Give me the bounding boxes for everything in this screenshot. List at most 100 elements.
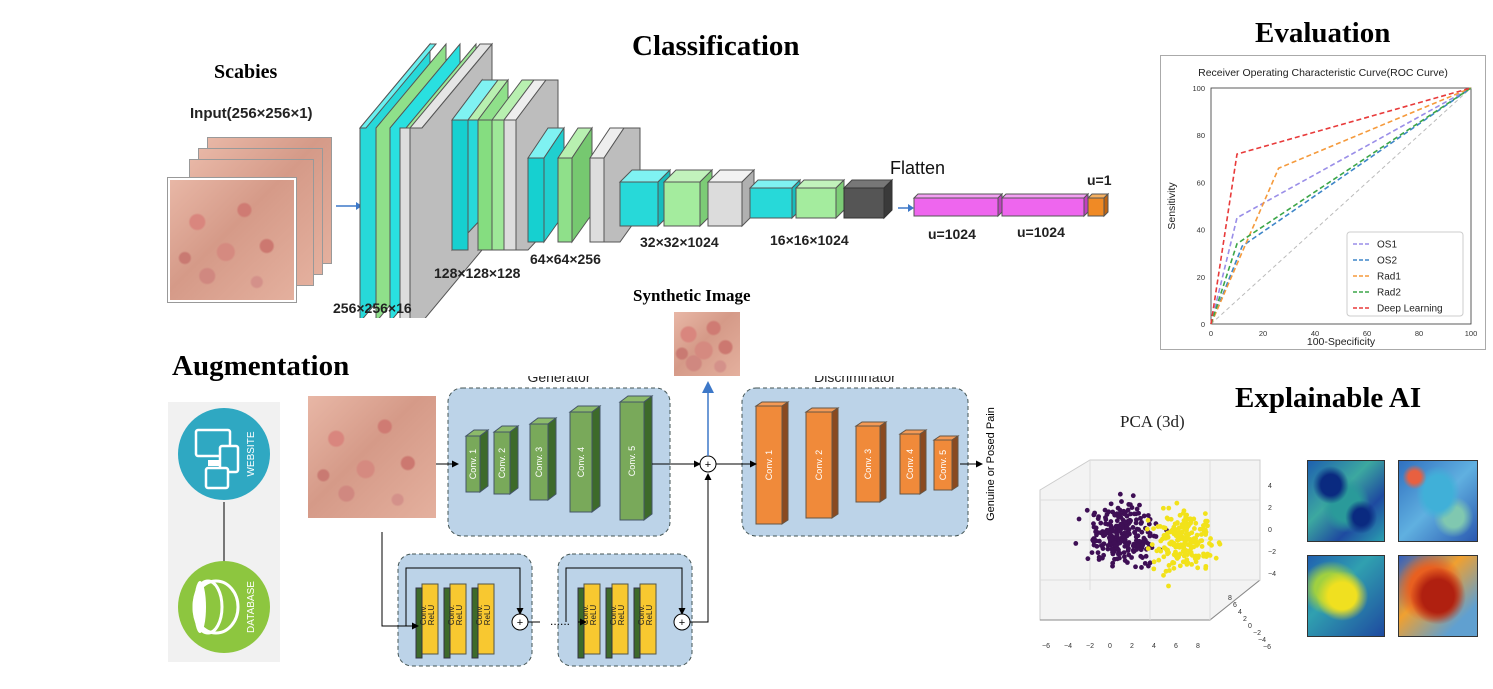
dim-label-4: 32×32×1024	[640, 234, 719, 250]
pca-point-class-b	[1197, 526, 1203, 532]
pca-xtick: 0	[1108, 643, 1112, 650]
pca-point-class-a	[1114, 556, 1120, 562]
pca-point-class-a	[1138, 515, 1143, 521]
pca-points	[1073, 491, 1223, 589]
pca-point-class-a	[1138, 547, 1144, 553]
svg-text:Conv. 5: Conv. 5	[938, 450, 948, 480]
pca-point-class-a	[1133, 511, 1139, 517]
pca-point-class-b	[1162, 525, 1168, 531]
pca-point-class-a	[1134, 526, 1140, 532]
plus-glyph: +	[705, 459, 711, 471]
pca-xtick: −4	[1064, 643, 1072, 650]
pca-ytick: 8	[1228, 595, 1232, 602]
roc-series	[1210, 87, 1472, 325]
pca-title: PCA (3d)	[1120, 412, 1185, 431]
pca-point-class-b	[1145, 517, 1151, 523]
roc-series-rad1	[1210, 87, 1472, 325]
ellipsis: ......	[550, 614, 570, 628]
pca-point-class-a	[1098, 520, 1104, 526]
pca-point-class-b	[1187, 516, 1193, 522]
pca-point-class-b	[1186, 523, 1192, 528]
roc-title: Receiver Operating Characteristic Curve(…	[1198, 67, 1448, 79]
pca-point-class-b	[1154, 548, 1160, 554]
discriminator-layer-5: Conv. 5	[932, 435, 960, 491]
pca-xtick: −2	[1086, 643, 1094, 650]
data-source-icons: WEBSITE DATABASE	[178, 408, 270, 653]
pca-point-class-a	[1089, 550, 1095, 555]
pca-point-class-a	[1121, 508, 1127, 514]
pca-xtick: 6	[1174, 643, 1178, 650]
pca-point-class-b	[1177, 563, 1183, 569]
discriminator-layer-2: Conv. 2	[804, 407, 840, 519]
svg-text:Conv.: Conv.	[447, 605, 456, 625]
pca-point-class-b	[1180, 559, 1186, 565]
generator-layer-3: Conv. 3	[528, 417, 558, 501]
svg-text:ReLU: ReLU	[589, 605, 598, 626]
pca-point-class-a	[1115, 505, 1121, 511]
pca-point-class-a	[1095, 516, 1101, 522]
roc-legend-label: OS1	[1377, 240, 1397, 251]
roc-series-os1	[1210, 87, 1472, 325]
generator-layer-5: Conv. 5	[618, 395, 654, 521]
pca-point-class-a	[1146, 521, 1152, 527]
pca-point-class-b	[1144, 526, 1150, 532]
pca-point-class-b	[1213, 555, 1219, 561]
saliency-map-3	[1307, 555, 1385, 637]
residual-layer-b1-2: Conv.ReLU	[443, 583, 467, 659]
website-label: WEBSITE	[246, 431, 257, 476]
roc-ytick: 100	[1192, 84, 1205, 93]
generator-layer-1: Conv. 1	[464, 429, 490, 493]
svg-text:Conv. 1: Conv. 1	[764, 450, 774, 480]
pca-point-class-b	[1199, 544, 1205, 549]
pca-point-class-b	[1166, 505, 1172, 511]
pca-point-class-a	[1143, 553, 1149, 559]
pca-point-class-b	[1156, 557, 1162, 563]
pca-ztick: −2	[1268, 549, 1276, 556]
pca-xtick: 2	[1130, 643, 1134, 650]
roc-series-rad2	[1210, 87, 1472, 325]
pca-point-class-a	[1128, 511, 1133, 517]
pca-xtick: 8	[1196, 643, 1200, 650]
pca-point-class-a	[1096, 554, 1102, 560]
pca-point-class-a	[1133, 564, 1138, 570]
pca-point-class-a	[1141, 535, 1147, 541]
pca-point-class-a	[1117, 491, 1123, 497]
pca-point-class-a	[1121, 554, 1127, 560]
pca-point-class-b	[1181, 508, 1187, 514]
pca-point-class-a	[1101, 552, 1107, 558]
pca-point-class-a	[1108, 519, 1114, 524]
pca-point-class-b	[1180, 548, 1186, 554]
svg-text:+: +	[517, 617, 523, 629]
pca-point-class-b	[1193, 553, 1199, 559]
pca-ztick: 2	[1268, 505, 1272, 512]
pca-point-class-a	[1139, 529, 1145, 535]
pca-point-class-a	[1091, 524, 1097, 530]
discriminator-label: Discriminator	[814, 376, 896, 385]
pca-point-class-a	[1109, 536, 1115, 542]
pca-point-class-b	[1200, 523, 1206, 528]
pca-point-class-a	[1139, 565, 1144, 570]
residual-layer-b1-1: Conv.ReLU	[415, 583, 439, 659]
pca-point-class-a	[1110, 560, 1116, 566]
pca-point-class-a	[1125, 507, 1131, 513]
svg-text:ReLU: ReLU	[483, 605, 492, 626]
dense-label-3: u=1	[1087, 172, 1112, 188]
pca-point-class-a	[1076, 516, 1082, 522]
dense-layer-output	[1086, 192, 1110, 218]
pca-ztick: 4	[1268, 483, 1272, 490]
pca-point-class-a	[1141, 513, 1147, 519]
pca-point-class-a	[1132, 543, 1137, 549]
pca-point-class-b	[1171, 565, 1177, 571]
pca-point-class-b	[1163, 568, 1169, 574]
pca-point-class-a	[1134, 506, 1140, 512]
roc-ytick: 20	[1197, 273, 1205, 282]
pca-point-class-a	[1114, 518, 1120, 524]
pca-point-class-a	[1116, 514, 1122, 520]
evaluation-title: Evaluation	[1255, 17, 1391, 49]
pca-point-class-b	[1177, 531, 1182, 536]
pca-point-class-a	[1147, 533, 1153, 539]
pca-point-class-b	[1174, 500, 1180, 506]
pca-point-class-a	[1125, 542, 1131, 548]
pca-point-class-b	[1174, 520, 1180, 525]
